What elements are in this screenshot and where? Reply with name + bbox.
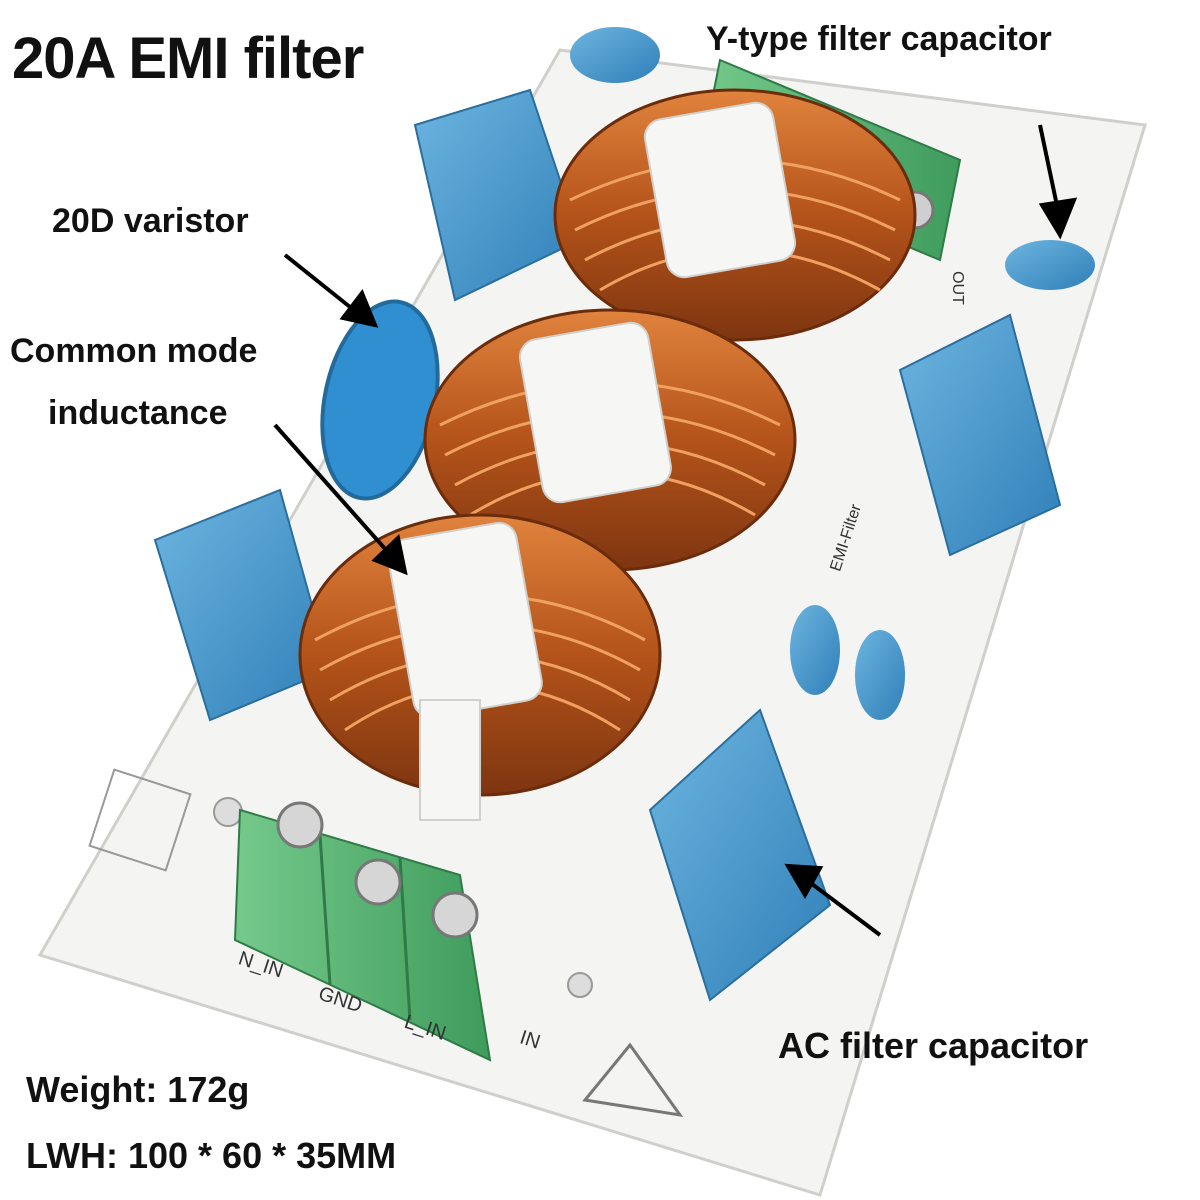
mounting-hole bbox=[567, 972, 593, 998]
dimensions-spec: LWH: 100 * 60 * 35MM bbox=[26, 1135, 397, 1176]
common-mode-inductor bbox=[553, 88, 917, 342]
y-capacitor-label: Y-type filter capacitor bbox=[706, 20, 1052, 58]
hazard-symbol bbox=[582, 1042, 684, 1118]
arrow-ac-capacitor bbox=[798, 873, 882, 937]
product-title: 20A EMI filter bbox=[12, 26, 364, 91]
ac-capacitor-label: AC filter capacitor bbox=[778, 1025, 1089, 1066]
annotation-arrows bbox=[273, 124, 1078, 937]
varistor-label: 20D varistor bbox=[52, 202, 249, 240]
arrow-varistor bbox=[283, 253, 362, 317]
input-terminal-block bbox=[233, 801, 492, 1062]
common-mode-inductor bbox=[298, 513, 662, 821]
arrowhead bbox=[371, 534, 408, 576]
ac-filter-capacitor bbox=[648, 708, 832, 1002]
terminal-screw bbox=[354, 858, 402, 906]
y-capacitor bbox=[570, 27, 660, 83]
mounting-hole bbox=[213, 797, 243, 827]
common-mode-inductor bbox=[423, 308, 797, 572]
arrowhead bbox=[1038, 197, 1078, 240]
arrowhead bbox=[784, 863, 824, 900]
arrow-inductance bbox=[273, 423, 397, 562]
y-capacitor bbox=[855, 630, 905, 720]
common-mode-label-line1: Common mode bbox=[10, 332, 258, 370]
y-capacitor bbox=[1005, 240, 1095, 290]
weight-spec: Weight: 172g bbox=[26, 1069, 250, 1110]
terminal-screw bbox=[276, 801, 324, 849]
y-capacitor bbox=[790, 605, 840, 695]
terminal-screw bbox=[431, 891, 479, 939]
maker-stamp bbox=[88, 768, 192, 872]
pcb-label-out: OUT bbox=[948, 271, 966, 305]
x-capacitor bbox=[898, 313, 1062, 557]
common-mode-label-line2: inductance bbox=[48, 394, 228, 432]
arrowhead bbox=[339, 288, 379, 328]
